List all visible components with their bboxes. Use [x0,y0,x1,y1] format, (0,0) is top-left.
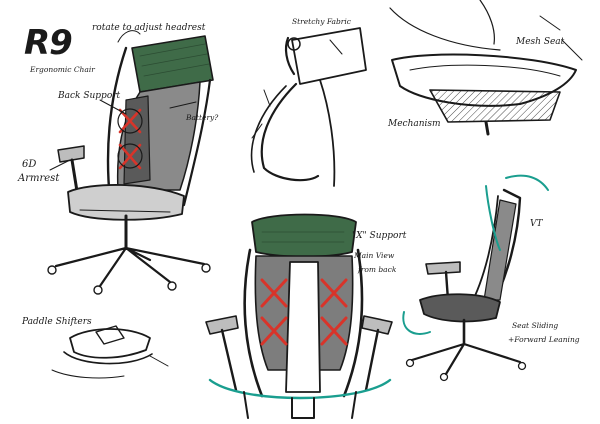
note-headrest: rotate to adjust headrest [92,23,206,33]
note-x-support-line2: Main View [354,251,395,260]
fabric-detail-sketch [250,27,367,187]
note-armrest-line1: 6D [22,159,37,170]
note-seat-sliding-line1: Seat Sliding [512,321,559,330]
note-paddle: Paddle Shifters [22,317,92,327]
side-view-sketch [402,174,549,382]
main-chair-sketch [47,30,214,295]
note-fabric: Stretchy Fabric [292,17,351,26]
paddle-shifter-sketch [51,325,169,379]
note-mechanism: Mechanism [388,119,441,129]
note-x-support-line1: "X" Support [352,231,407,241]
note-mesh-seat: Mesh Seat [516,37,565,47]
note-x-support-line3: from back [358,265,397,274]
note-vt: VT [530,219,543,229]
note-armrest-line2: Armrest [18,173,60,184]
mesh-seat-sketch [389,0,583,136]
sheet-title: R9 [24,23,73,63]
note-battery: Battery? [186,113,219,122]
back-view-sketch [205,213,393,419]
sheet-subtitle: Ergonomic Chair [30,65,95,74]
note-seat-sliding-line2: +Forward Leaning [508,335,580,344]
note-back-support: Back Support [58,91,121,101]
